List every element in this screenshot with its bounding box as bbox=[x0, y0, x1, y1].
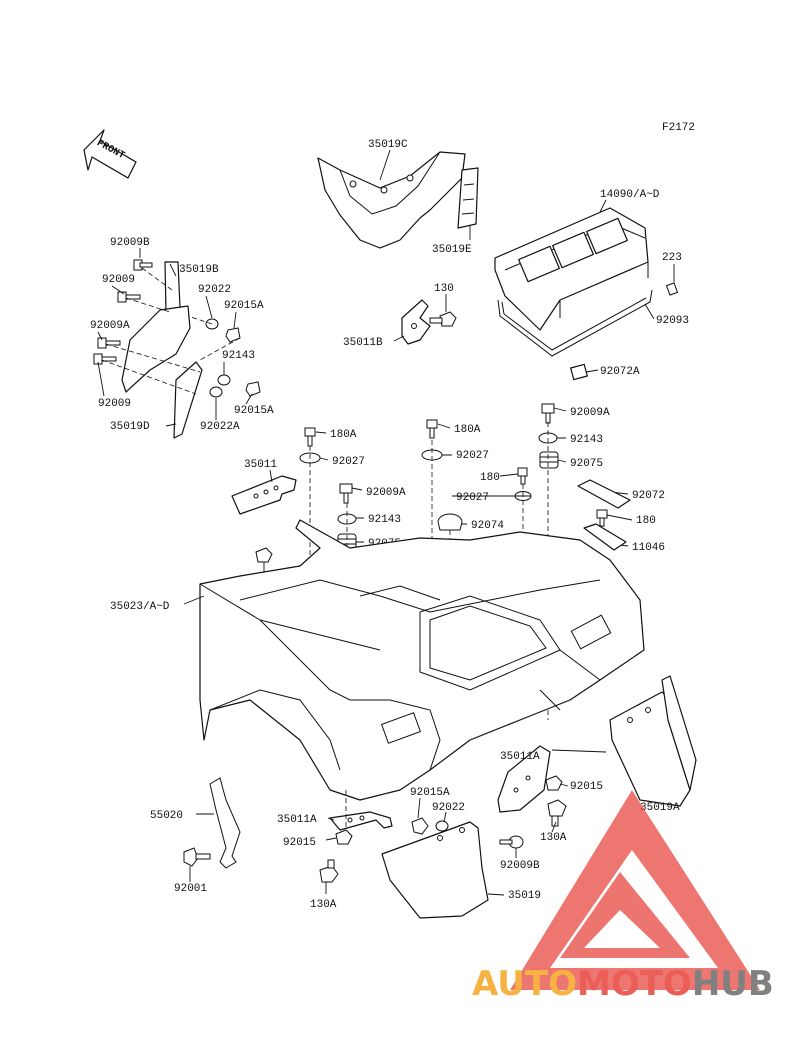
bolt-223 bbox=[665, 282, 679, 296]
part-35011A-left bbox=[329, 811, 393, 831]
label-35019D: 35019D bbox=[110, 421, 150, 433]
label-92022: 92022 bbox=[198, 284, 231, 296]
part-92093 bbox=[497, 289, 653, 357]
label-92009A-left: 92009A bbox=[90, 320, 130, 332]
label-92143-left: 92143 bbox=[222, 350, 255, 362]
label-223: 223 bbox=[662, 252, 682, 264]
label-92027-1: 92027 bbox=[332, 456, 365, 468]
label-55020: 55020 bbox=[150, 810, 183, 822]
part-35019C bbox=[317, 151, 466, 249]
label-180A-1: 180A bbox=[330, 429, 357, 441]
label-35019B: 35019B bbox=[179, 264, 219, 276]
label-92143-r: 92143 bbox=[570, 434, 603, 446]
label-35019C: 35019C bbox=[368, 139, 408, 151]
part-35019E bbox=[457, 167, 479, 229]
label-130A-r: 130A bbox=[540, 832, 567, 844]
watermark-hub: HUB bbox=[692, 964, 774, 1004]
label-180-1: 180 bbox=[480, 472, 500, 484]
part-35011A-right bbox=[497, 745, 551, 813]
label-35019: 35019 bbox=[508, 890, 541, 902]
part-35023-fender bbox=[199, 519, 645, 801]
label-92015A-a: 92015A bbox=[224, 300, 264, 312]
label-130A-l: 130A bbox=[310, 899, 337, 911]
label-92015-l: 92015 bbox=[283, 837, 316, 849]
label-92075-r: 92075 bbox=[570, 458, 603, 470]
part-14090 bbox=[494, 207, 649, 331]
label-92022-bot: 92022 bbox=[432, 802, 465, 814]
part-35019D bbox=[121, 305, 203, 439]
part-92072 bbox=[577, 479, 631, 509]
label-35023: 35023/A~D bbox=[110, 601, 170, 613]
label-180A-2: 180A bbox=[454, 424, 481, 436]
part-35011B bbox=[401, 299, 431, 345]
part-35011 bbox=[231, 475, 297, 515]
label-92072: 92072 bbox=[632, 490, 665, 502]
label-92015A-bot: 92015A bbox=[410, 787, 450, 799]
part-55020 bbox=[209, 777, 241, 869]
part-92072A bbox=[570, 363, 588, 381]
watermark-logo: AUTOMOTOHUB bbox=[472, 790, 774, 1004]
label-180-2: 180 bbox=[636, 515, 656, 527]
label-92093: 92093 bbox=[656, 315, 689, 327]
hardware-bottom-center bbox=[411, 817, 524, 849]
label-14090: 14090/A~D bbox=[600, 189, 660, 201]
watermark-auto: AUTO bbox=[472, 964, 577, 1004]
bolt-130-top bbox=[429, 311, 457, 327]
label-92015-r: 92015 bbox=[570, 781, 603, 793]
label-35011: 35011 bbox=[244, 459, 277, 471]
label-11046: 11046 bbox=[632, 542, 665, 554]
label-92015A-b: 92015A bbox=[234, 405, 274, 417]
label-35019E: 35019E bbox=[432, 244, 472, 256]
figure-code: F2172 bbox=[662, 122, 695, 134]
label-35011B: 35011B bbox=[343, 337, 383, 349]
part-35019A bbox=[609, 675, 697, 807]
label-92027-2: 92027 bbox=[456, 450, 489, 462]
bolt-92001 bbox=[183, 847, 211, 867]
part-35019 bbox=[381, 821, 489, 919]
label-92001: 92001 bbox=[174, 883, 207, 895]
label-92009B-bot: 92009B bbox=[500, 860, 540, 872]
label-92009A-r: 92009A bbox=[570, 407, 610, 419]
label-92009-b: 92009 bbox=[98, 398, 131, 410]
label-35011A-r: 35011A bbox=[500, 751, 540, 763]
svg-text:AUTOMOTOHUB: AUTOMOTOHUB bbox=[472, 964, 774, 1004]
label-130-top: 130 bbox=[434, 283, 454, 295]
part-11046 bbox=[583, 523, 627, 551]
hardware-bottom-left bbox=[319, 829, 353, 883]
label-35019A: 35019A bbox=[640, 802, 680, 814]
label-92072A: 92072A bbox=[600, 366, 640, 378]
watermark-moto: MOTO bbox=[577, 964, 692, 1004]
label-92009-a: 92009 bbox=[102, 274, 135, 286]
front-arrow-icon: FRONT bbox=[83, 129, 137, 179]
hardware-right bbox=[545, 775, 567, 827]
label-92143-m: 92143 bbox=[368, 514, 401, 526]
label-92009B-left: 92009B bbox=[110, 237, 150, 249]
label-35011A-l: 35011A bbox=[277, 814, 317, 826]
label-92027-3: 92027 bbox=[456, 492, 489, 504]
label-92074: 92074 bbox=[471, 520, 504, 532]
label-92009A-m: 92009A bbox=[366, 487, 406, 499]
label-92022A: 92022A bbox=[200, 421, 240, 433]
